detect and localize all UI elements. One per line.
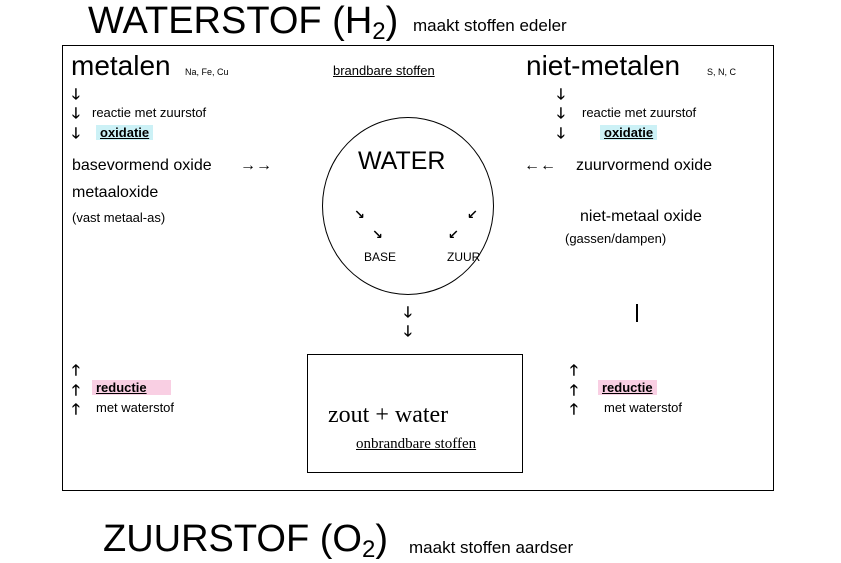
center-down-arrow-2: 🡓	[404, 323, 412, 340]
base-label: BASE	[364, 250, 397, 264]
right-with-hydrogen: met waterstof	[604, 400, 683, 415]
bottom-note: maakt stoffen aardser	[409, 538, 574, 557]
left-down-arrow-2: 🡓	[72, 105, 80, 122]
bottom-title-subscript: 2	[361, 536, 376, 563]
right-down-arrow-1: 🡓	[557, 86, 565, 103]
acid-label: ZUUR	[447, 250, 481, 264]
top-note: maakt stoffen edeler	[413, 16, 567, 35]
water-circle	[322, 117, 494, 295]
top-title-text: WATERSTOF (H	[88, 0, 373, 42]
left-reaction: reactie met zuurstof	[92, 105, 207, 120]
left-down-arrow-3: 🡓	[72, 125, 80, 142]
right-acidic-oxide: zuurvormend oxide	[576, 157, 713, 174]
right-up-arrow-3: 🡑	[570, 401, 578, 418]
right-note: (gassen/dampen)	[565, 231, 667, 246]
top-title-close: )	[385, 0, 399, 42]
right-nonmetal-oxide: niet-metaal oxide	[580, 208, 702, 225]
nonflammable-label: onbrandbare stoffen	[356, 436, 477, 452]
left-note: (vast metaal-as)	[72, 210, 166, 225]
right-up-arrow-1: 🡑	[570, 362, 578, 379]
left-basic-oxide: basevormend oxide	[72, 157, 212, 174]
salt-water-box	[307, 354, 523, 473]
right-oxidation: oxidatie	[600, 125, 658, 140]
arrow-se-2: ↘	[372, 227, 383, 242]
metals-examples: Na, Fe, Cu	[185, 67, 229, 77]
arrow-se-1: ↘	[354, 207, 365, 222]
left-oxidation: oxidatie	[96, 125, 154, 140]
left-up-arrow-3: 🡑	[72, 401, 80, 418]
bottom-title: ZUURSTOF (O2)	[103, 518, 388, 562]
nonmetals-heading: niet-metalen	[526, 50, 681, 81]
left-right-arrows: →→	[240, 157, 272, 174]
left-up-arrow-1: 🡑	[72, 362, 80, 379]
bottom-title-close: )	[375, 518, 388, 560]
right-reduction: reductie	[598, 380, 657, 395]
right-left-arrows: ←←	[524, 157, 556, 174]
salt-water-label: zout + water	[328, 402, 449, 428]
right-oxidation-label: oxidatie	[600, 125, 658, 140]
text-cursor-mark	[636, 304, 638, 322]
bottom-title-text: ZUURSTOF (O	[103, 518, 362, 560]
flammable-label: brandbare stoffen	[333, 63, 435, 78]
diagram-frame	[62, 45, 774, 491]
left-down-arrow-1: 🡓	[72, 86, 80, 103]
left-reduction: reductie	[92, 380, 171, 395]
right-up-arrow-2: 🡑	[570, 382, 578, 399]
left-reduction-label: reductie	[92, 380, 171, 395]
arrow-sw-2: ↙	[448, 227, 459, 242]
left-oxidation-label: oxidatie	[96, 125, 154, 140]
right-down-arrow-2: 🡓	[557, 105, 565, 122]
metals-heading: metalen	[71, 50, 171, 81]
right-reduction-label: reductie	[598, 380, 657, 395]
left-up-arrow-2: 🡑	[72, 382, 80, 399]
right-reaction: reactie met zuurstof	[582, 105, 697, 120]
center-down-arrow-1: 🡓	[404, 304, 412, 321]
arrow-sw-1: ↙	[467, 207, 478, 222]
left-metal-oxide: metaaloxide	[72, 184, 159, 201]
water-label: WATER	[358, 147, 446, 175]
top-title: WATERSTOF (H2)	[88, 0, 399, 44]
right-down-arrow-3: 🡓	[557, 125, 565, 142]
nonmetals-examples: S, N, C	[707, 67, 737, 77]
top-title-subscript: 2	[372, 18, 386, 45]
left-with-hydrogen: met waterstof	[96, 400, 175, 415]
